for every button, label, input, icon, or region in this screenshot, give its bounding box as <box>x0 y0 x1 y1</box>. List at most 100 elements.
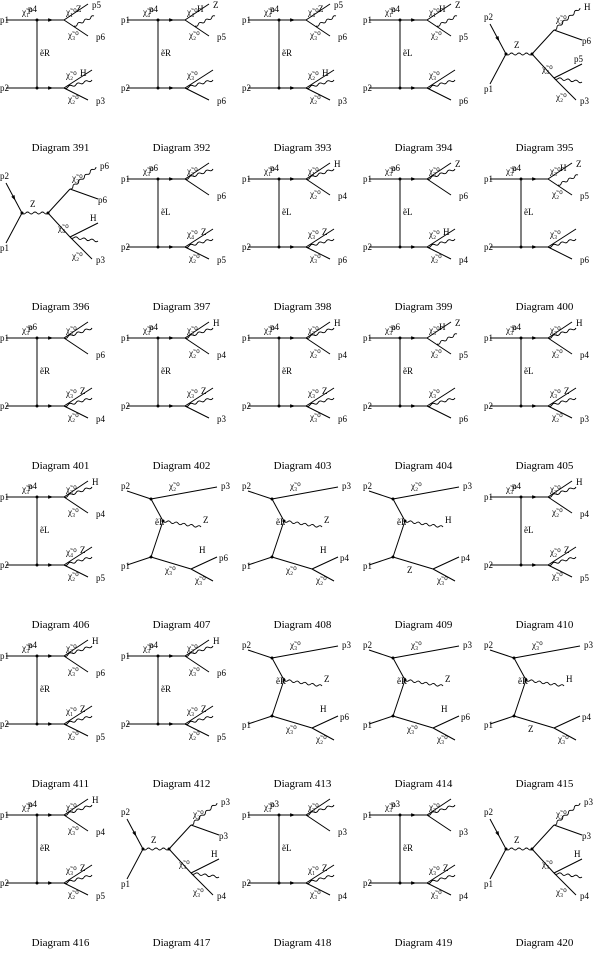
particle-label: H <box>320 545 327 555</box>
propagator-label: ẽL <box>161 207 171 217</box>
neutralino-label: χ̃₁⁰ <box>65 706 77 716</box>
propagator-label: Z <box>514 835 520 845</box>
vertex-dot <box>519 404 523 408</box>
fermion-line <box>63 69 93 89</box>
fermion-line <box>547 228 577 248</box>
fermion-line <box>547 178 573 196</box>
vertex-dot <box>156 654 160 658</box>
boson-line <box>63 645 93 657</box>
vertex-dot <box>398 881 402 885</box>
fermion-line <box>305 321 331 339</box>
fermion-line <box>305 19 331 37</box>
particle-label: χ̃₃⁰ <box>263 325 275 335</box>
particle-label: χ̃₃⁰ <box>21 325 33 335</box>
leg-label: p1 <box>242 333 251 343</box>
fermion-line <box>392 556 434 570</box>
neutralino-label: χ̃₃⁰ <box>309 889 321 899</box>
arrow-marker <box>495 831 500 837</box>
particle-label: p5 <box>334 0 344 10</box>
boson-line <box>184 645 214 657</box>
fermion-line <box>311 568 335 582</box>
vertex-dot <box>277 245 281 249</box>
diagram-caption: Diagram 410 <box>515 619 574 631</box>
particle-label: p6 <box>338 414 348 424</box>
arrow-marker <box>169 18 175 22</box>
arrow-marker <box>532 495 538 499</box>
particle-label: Z <box>213 0 219 10</box>
particle-label: χ̃₃⁰ <box>142 643 154 653</box>
particle-label: χ̃₃⁰ <box>21 484 33 494</box>
particle-label: p3 <box>584 797 594 807</box>
particle-label: Z <box>455 0 461 10</box>
neutralino-label: χ̃₃⁰ <box>164 565 176 575</box>
neutralino-label: χ̃₂⁰ <box>188 348 200 358</box>
boson-label: Z <box>445 674 451 684</box>
chargino-label: χ̃₃⁰ <box>186 643 198 653</box>
particle-label: p5 <box>92 0 102 10</box>
fermion-line <box>547 405 573 419</box>
arrow-marker <box>48 563 54 567</box>
neutralino-label: χ̃₂⁰ <box>67 730 79 740</box>
particle-label: p4 <box>96 509 106 519</box>
neutralino-label: χ̃₃⁰ <box>541 859 553 869</box>
neutralino-label: χ̃₃⁰ <box>307 388 319 398</box>
diagram-caption: Diagram 392 <box>152 142 211 154</box>
fermion-line <box>305 87 331 101</box>
chargino-label: χ̃₁⁰ <box>428 7 440 17</box>
neutralino-label: χ̃₂⁰ <box>315 575 327 585</box>
boson-line <box>426 874 456 884</box>
fermion-line <box>368 556 394 566</box>
particle-label: χ̃₃⁰ <box>21 643 33 653</box>
vertex-dot <box>398 18 402 22</box>
neutralino-label: χ̃₂⁰ <box>549 547 561 557</box>
particle-label: p3 <box>338 96 348 106</box>
fermion-line <box>63 337 89 355</box>
neutralino-label: χ̃₃⁰ <box>67 666 79 676</box>
fermion-line <box>553 824 583 836</box>
fermion-line <box>489 649 515 659</box>
neutralino-label: χ̃₂⁰ <box>551 412 563 422</box>
particle-label: χ̃₃⁰ <box>384 325 396 335</box>
neutralino-label: χ̃₁⁰ <box>307 865 319 875</box>
fermion-line <box>184 87 210 101</box>
fermion-line <box>392 486 460 500</box>
neutralino-label: χ̃₃⁰ <box>428 70 440 80</box>
particle-label: Z <box>322 386 328 396</box>
fermion-line <box>63 87 89 101</box>
arrow-marker <box>48 654 54 658</box>
leg-label: p2 <box>121 242 130 252</box>
neutralino-label: χ̃₃⁰ <box>436 575 448 585</box>
particle-label: p4 <box>96 414 106 424</box>
chargino-label: χ̃₃⁰ <box>65 643 77 653</box>
z-propagator <box>505 847 533 851</box>
fermion-line <box>426 69 456 89</box>
selectron-propagator <box>513 679 527 717</box>
selectron-propagator <box>513 657 527 681</box>
propagator-label: ẽR <box>282 366 292 376</box>
neutralino-label: χ̃₄⁰ <box>57 223 69 233</box>
propagator-label: ẽL <box>403 48 413 58</box>
leg-label: p1 <box>121 333 130 343</box>
fermion-line <box>69 236 93 260</box>
diagram-caption: Diagram 417 <box>152 937 211 949</box>
leg-label: p1 <box>242 561 251 571</box>
particle-label: p4 <box>270 163 280 173</box>
neutralino-label: χ̃₂⁰ <box>188 730 200 740</box>
boson-line <box>404 520 444 528</box>
particle-label: p5 <box>580 573 590 583</box>
propagator-label: ẽR <box>403 366 413 376</box>
vertex-dot <box>504 847 508 851</box>
particle-label: p6 <box>338 255 348 265</box>
fermion-line <box>69 222 99 238</box>
